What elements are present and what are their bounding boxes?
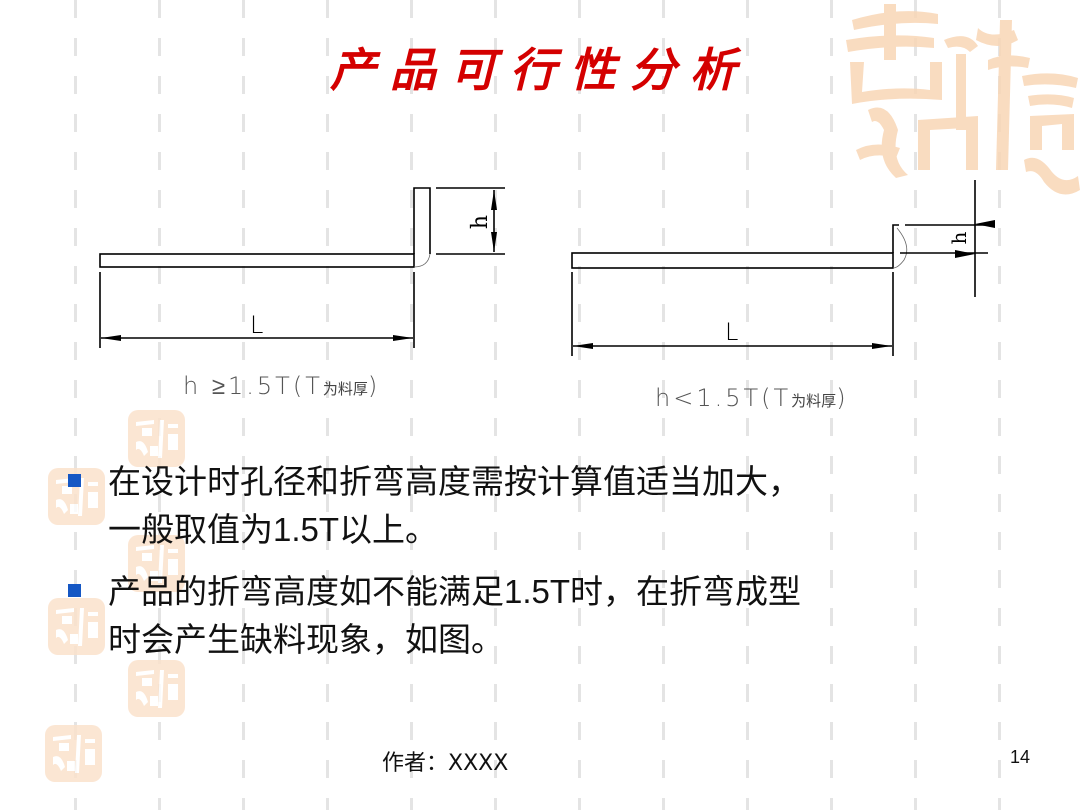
caption-note: 为料厚 xyxy=(791,392,837,410)
bend-diagrams: L h L h xyxy=(99,180,995,356)
caption-bend-ok: h ≥1.5T(T为料厚) xyxy=(183,372,380,401)
bullet-item: 在设计时孔径和折弯高度需按计算值适当加大， 一般取值为1.5T以上。 xyxy=(66,458,1006,554)
grid-dash-column xyxy=(746,0,749,810)
dim-length-label-left: L xyxy=(250,311,263,339)
bullet-list: 在设计时孔径和折弯高度需按计算值适当加大， 一般取值为1.5T以上。 产品的折弯… xyxy=(66,458,1006,678)
grid-dash-column xyxy=(914,0,917,810)
square-bullet-icon xyxy=(68,584,81,597)
caption-note: 为料厚 xyxy=(322,380,368,398)
footer-author: 作者：XXXX xyxy=(382,751,509,776)
diagram-bend-ok xyxy=(99,187,505,348)
bullet-value: 1.5T xyxy=(504,573,571,610)
auspicious-seal-icon xyxy=(45,725,102,782)
grid-dash-column xyxy=(74,0,77,810)
grid-dash-column xyxy=(158,0,161,810)
caption-close: ) xyxy=(367,372,381,400)
grid-dash-column xyxy=(494,0,497,810)
dim-height-label-right: h xyxy=(947,231,971,244)
grid-dash-column xyxy=(410,0,413,810)
slide-title: 产品可行性分析 xyxy=(330,43,750,97)
dim-height-label-left: h xyxy=(468,215,493,229)
auspicious-seal-icon xyxy=(128,410,185,467)
caption-formula: h<1.5T(T xyxy=(655,384,792,412)
caption-close: ) xyxy=(836,384,849,412)
auspicious-seal-icon xyxy=(128,660,185,717)
bullet-text: 产品的折弯高度如不能满足 xyxy=(108,572,504,611)
bullet-line: 在设计时孔径和折弯高度需按计算值适当加大， xyxy=(108,462,801,501)
auspicious-seal-icon xyxy=(48,598,105,655)
caption-formula: h ≥1.5T(T xyxy=(183,372,323,400)
bullet-line: 产品的折弯高度如不能满足1.5T时，在折弯成型 xyxy=(108,568,1006,616)
page-number: 14 xyxy=(1010,747,1031,767)
bullet-line: 时会产生缺料现象，如图。 xyxy=(108,620,504,659)
dim-length-label-right: L xyxy=(725,318,738,346)
grid-dash-column xyxy=(242,0,245,810)
square-bullet-icon xyxy=(68,474,81,487)
bullet-text: 一般取值为 xyxy=(108,510,273,549)
bullet-text: 以上。 xyxy=(339,510,439,549)
bullet-line: 一般取值为1.5T以上。 xyxy=(108,506,1006,554)
diagram-bend-too-short xyxy=(571,180,995,356)
bullet-text: 时，在折弯成型 xyxy=(570,572,802,611)
grid-dash-column xyxy=(578,0,581,810)
grid-dash-column xyxy=(998,0,1001,810)
auspicious-seal-icon xyxy=(128,535,185,592)
bullet-value: 1.5T xyxy=(273,511,340,548)
grid-dash-column xyxy=(662,0,665,810)
grid-dash-column xyxy=(326,0,329,810)
bullet-item: 产品的折弯高度如不能满足1.5T时，在折弯成型 时会产生缺料现象，如图。 xyxy=(66,568,1006,664)
caption-bend-too-short: h<1.5T(T为料厚) xyxy=(655,384,849,412)
grid-dash-column xyxy=(830,0,833,810)
auspicious-seal-large-icon xyxy=(838,0,1080,210)
